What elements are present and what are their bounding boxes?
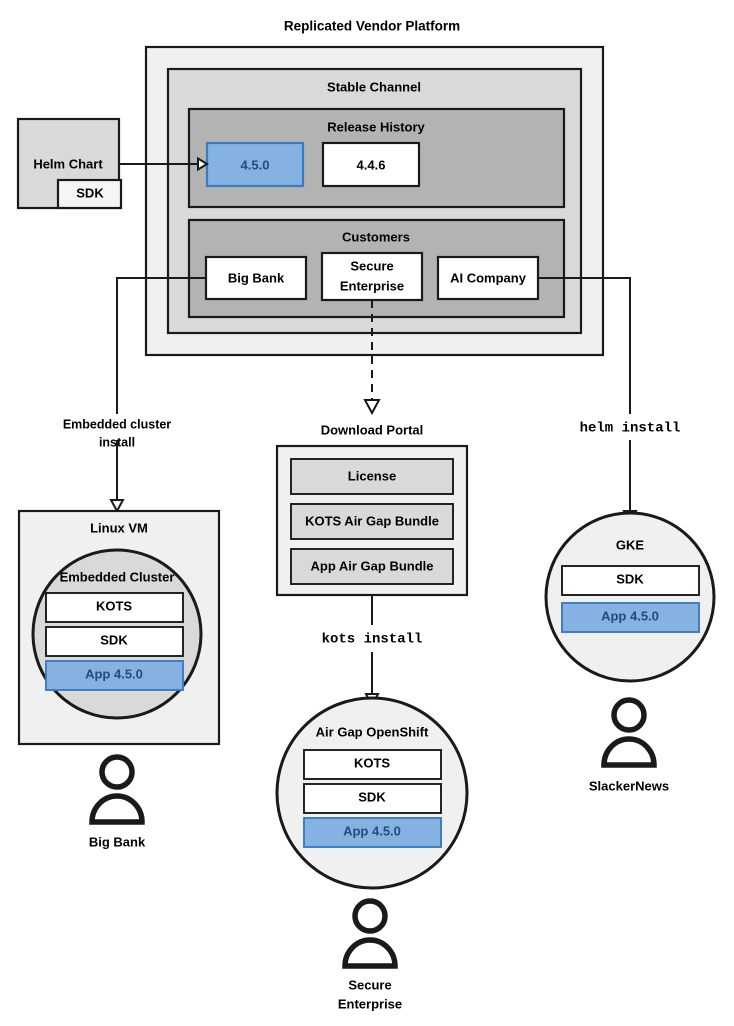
component-sdk[interactable]: [303, 783, 442, 814]
persona-label: Big Bank: [89, 834, 146, 849]
customer-name-label-line2: Enterprise: [340, 278, 404, 293]
edge-label-helm-install: helm install: [580, 421, 681, 437]
release-card-4-4-6[interactable]: [321, 141, 421, 188]
component-label: App 4.5.0: [343, 823, 401, 838]
component-app-version[interactable]: [303, 817, 442, 848]
component-kots[interactable]: [45, 592, 184, 623]
download-artifact-label: KOTS Air Gap Bundle: [305, 513, 439, 528]
customer-card-ai-company[interactable]: [436, 255, 540, 301]
download-artifact-label: License: [348, 468, 396, 483]
customer-card-secure-enterprise[interactable]: [320, 251, 424, 302]
linux-vm-title: Linux VM: [90, 520, 148, 535]
stable-channel-label: Stable Channel: [327, 79, 421, 94]
component-label: App 4.5.0: [601, 608, 659, 623]
persona-slackernews-icon: [601, 697, 657, 768]
helm-chart-label: Helm Chart: [33, 156, 103, 171]
component-sdk[interactable]: [561, 565, 700, 596]
component-label: SDK: [100, 632, 128, 647]
download-artifact-label: App Air Gap Bundle: [310, 558, 433, 573]
persona-label: SlackerNews: [589, 778, 669, 793]
component-label: App 4.5.0: [85, 666, 143, 681]
download-artifact-app-air-gap-bundle[interactable]: [290, 548, 454, 585]
release-version-label: 4.4.6: [357, 157, 386, 172]
download-artifact-kots-air-gap-bundle[interactable]: [290, 503, 454, 540]
customer-name-label: AI Company: [450, 270, 527, 285]
helm-chart-sdk-label: SDK: [76, 185, 104, 200]
edge-helm-to-release: [119, 156, 209, 172]
edge-label-embedded-cluster-install-line1: Embedded cluster: [63, 417, 171, 431]
component-label: KOTS: [96, 598, 132, 613]
persona-label-line1: Secure: [348, 977, 391, 992]
target-gke-circle: [544, 511, 716, 683]
release-history-label: Release History: [327, 119, 425, 134]
component-label: KOTS: [354, 755, 390, 770]
release-card-4-5-0[interactable]: [205, 141, 305, 188]
edge-label-embedded-cluster-install-line2: install: [99, 435, 135, 449]
persona-secure-enterprise-icon: [342, 898, 398, 969]
customer-name-label-line1: Secure: [350, 258, 393, 273]
component-kots[interactable]: [303, 749, 442, 780]
component-app-version[interactable]: [45, 660, 184, 691]
edge-portal-to-openshift: [364, 595, 380, 709]
persona-label-line2: Enterprise: [338, 996, 402, 1011]
download-portal-title: Download Portal: [321, 422, 424, 437]
customers-label: Customers: [342, 229, 410, 244]
gke-title: GKE: [616, 537, 645, 552]
edge-label-kots-install: kots install: [322, 632, 423, 648]
component-label: SDK: [616, 571, 644, 586]
air-gap-openshift-title: Air Gap OpenShift: [316, 724, 429, 739]
download-artifact-license[interactable]: [290, 458, 454, 495]
embedded-cluster-title: Embedded Cluster: [60, 569, 175, 584]
edge-secure-to-download-portal: [363, 300, 381, 416]
edge-bigbank-to-linuxvm: [109, 277, 206, 514]
component-app-version[interactable]: [561, 602, 700, 633]
page-title: Replicated Vendor Platform: [284, 19, 460, 34]
customer-card-big-bank[interactable]: [204, 255, 308, 301]
component-label: SDK: [358, 789, 386, 804]
component-sdk[interactable]: [45, 626, 184, 657]
release-version-label: 4.5.0: [241, 157, 270, 172]
persona-big-bank-icon: [89, 754, 145, 825]
customer-name-label: Big Bank: [228, 270, 285, 285]
helm-chart-sdk-box: [56, 178, 123, 210]
